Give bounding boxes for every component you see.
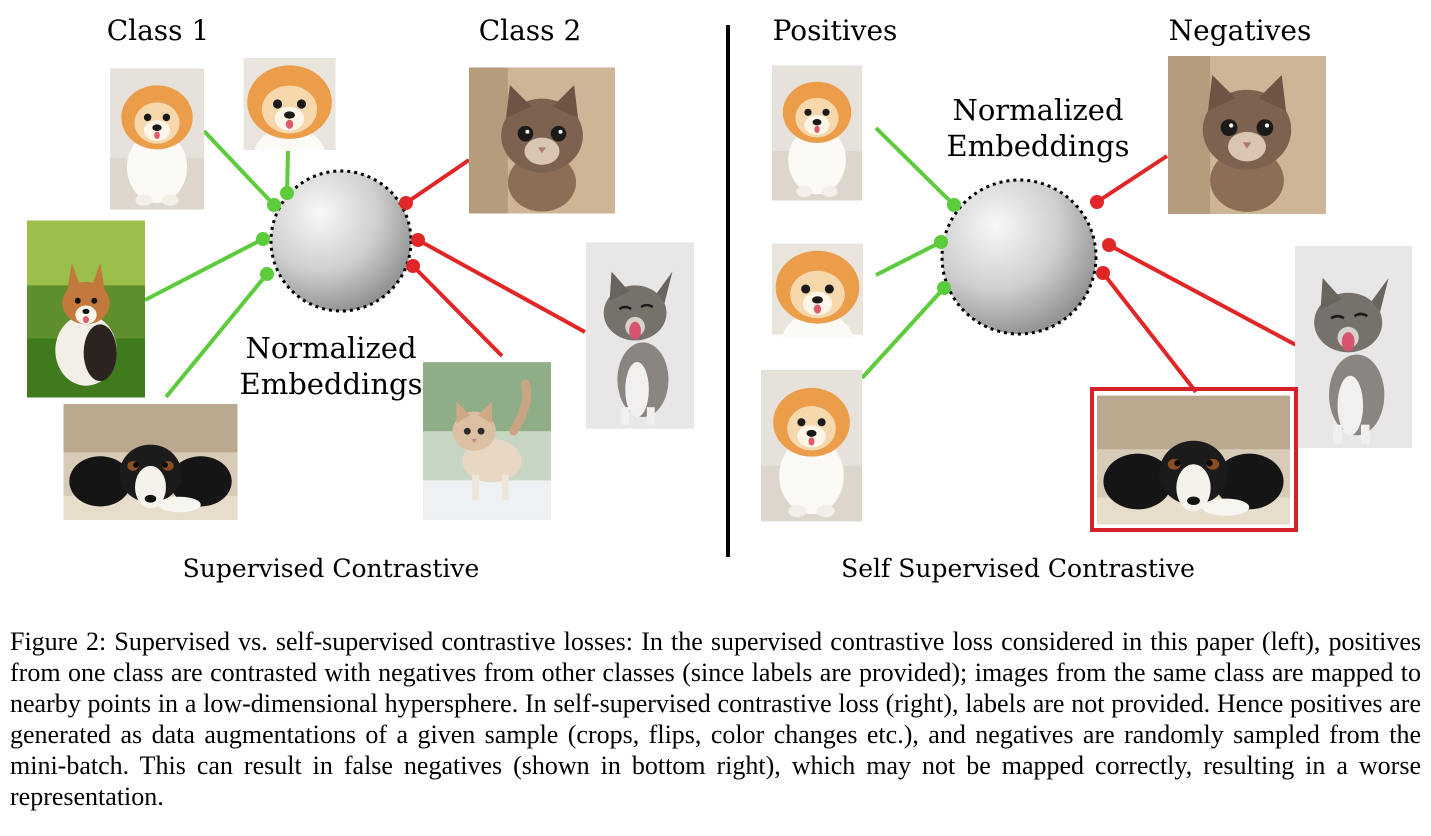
left-image-corgi — [27, 220, 145, 398]
left-image-cream-kitten — [423, 362, 551, 520]
right-positive-points — [934, 198, 961, 295]
left-image-pomeranian-1 — [110, 68, 204, 210]
class2-label: Class 2 — [479, 14, 582, 47]
right-negative-connectors — [1095, 154, 1297, 394]
right-image-pomeranian-2 — [761, 369, 862, 522]
positives-label: Positives — [773, 14, 898, 47]
false-negative-highlight-box — [1090, 387, 1298, 532]
right-image-pomeranian-1 — [772, 65, 862, 201]
left-negative-points — [399, 196, 425, 273]
class1-label: Class 1 — [107, 14, 210, 47]
left-negative-connectors — [404, 158, 586, 358]
left-panel-title: Supervised Contrastive — [183, 554, 480, 583]
right-sphere-label-line1: Normalized — [952, 93, 1123, 127]
right-positive-connectors — [860, 126, 956, 380]
left-image-tabby-kitten — [469, 67, 615, 214]
right-negative-points — [1090, 195, 1116, 280]
left-image-meowing-kitten — [586, 240, 694, 431]
left-panel: Class 1 Class 2 — [27, 14, 694, 583]
right-panel: Positives Negatives Normalized Embedding… — [761, 14, 1412, 583]
left-sphere-label-line1: Normalized — [245, 331, 416, 365]
right-image-tabby-kitten — [1168, 56, 1326, 214]
negatives-label: Negatives — [1169, 14, 1312, 47]
figure-caption: Figure 2: Supervised vs. self-supervised… — [10, 627, 1421, 811]
contrastive-figure: Class 1 Class 2 — [27, 14, 1412, 583]
right-panel-title: Self Supervised Contrastive — [841, 554, 1195, 583]
right-image-spaniel-false-negative — [1097, 395, 1290, 525]
left-positive-connectors — [144, 129, 290, 399]
left-hypersphere — [269, 169, 413, 313]
left-image-spaniel — [63, 404, 238, 520]
right-image-meowing-kitten — [1295, 244, 1412, 450]
right-hypersphere — [940, 178, 1098, 336]
right-image-pomeranian-crop — [772, 243, 863, 338]
left-sphere-label-line2: Embeddings — [240, 367, 423, 401]
right-sphere-label-line2: Embeddings — [947, 129, 1130, 163]
left-positive-points — [256, 186, 294, 281]
